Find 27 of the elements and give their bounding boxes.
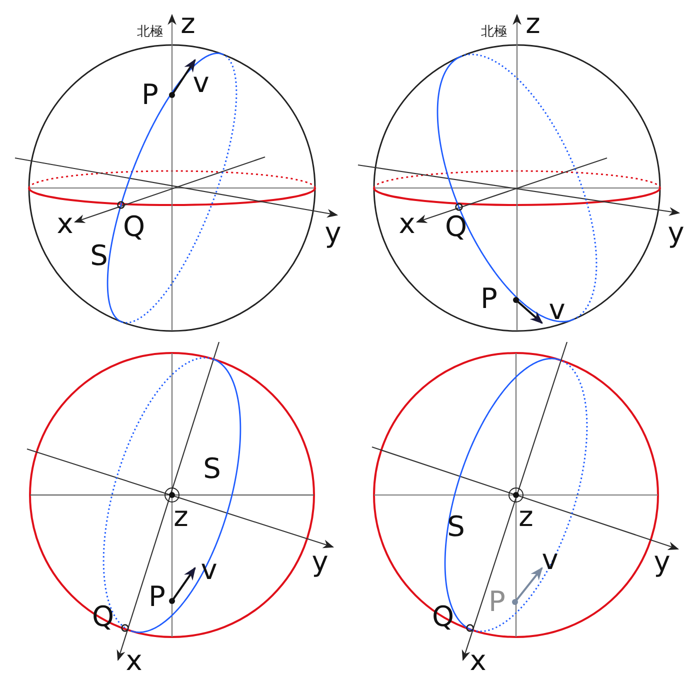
axis-label: x (470, 647, 486, 675)
vector-label: v (548, 296, 566, 324)
axis-label: y (312, 548, 328, 576)
vector-label: v (542, 546, 558, 574)
axis-label: z (518, 503, 534, 531)
point-label: P (142, 81, 158, 109)
axis-label: x (126, 647, 142, 675)
point-label: Q (444, 213, 468, 241)
axis-label: x (56, 210, 74, 238)
axis-label: z (180, 10, 196, 38)
axis-label: y (324, 219, 342, 247)
axis-label: x (398, 210, 416, 238)
axis-label: y (654, 548, 670, 576)
point-label: P (148, 583, 166, 611)
axis-label: z (174, 503, 188, 531)
point-label: S (90, 242, 108, 270)
point-label: S (447, 513, 465, 541)
axis-label: z (526, 10, 540, 38)
vector-label: v (200, 556, 218, 584)
point-label: P (488, 588, 506, 616)
axis-label: y (668, 219, 684, 247)
pole-label: 北極 (137, 26, 163, 38)
point-label: P (480, 285, 498, 313)
point-label: S (203, 455, 221, 483)
pole-label: 北極 (481, 26, 507, 38)
point-label: Q (122, 213, 146, 241)
vector-label: v (192, 69, 210, 97)
